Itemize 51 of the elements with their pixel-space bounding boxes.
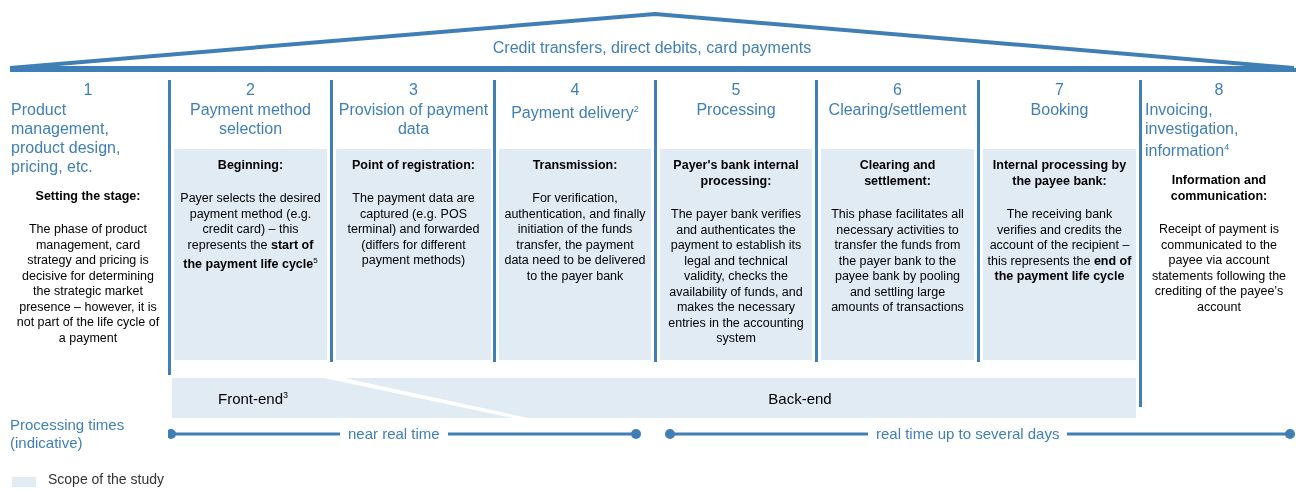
card-text: The payer bank verifies and authenticates the payment to establish its legal and technical validity, checks the availability of funds, and makes the necessary entries in the accounting system [667,207,805,347]
stage-card [336,149,491,360]
stage-title: Provision of payment data [337,100,490,138]
roof-title: Credit transfers, direct debits, card payments [491,38,813,58]
band-label: Front-end$^{3}$ [218,389,289,407]
stage-number: 6 [893,80,902,100]
card-heading: Internal processing by the payee bank: [991,157,1128,189]
stage-title: Invoicing, investigation, information$^{4}$ [1145,100,1240,161]
stage-column [654,80,815,362]
stage-column [493,80,654,362]
stage-title: Payment method selection [189,100,312,138]
stage-card [660,149,812,360]
card-heading: Information and communication: [1169,172,1269,205]
stage-title: Booking [1030,100,1089,119]
card-heading: Setting the stage: [35,188,141,204]
band-label: Back-end [768,389,832,407]
stage-card [499,149,651,360]
card-heading: Point of registration: [352,157,475,173]
card-text: The receiving bank verifies and credits the account of the recipient – this represents the end of the payment life cycle [987,207,1132,285]
stage-number: 8 [1214,80,1224,100]
time-label: real time up to several days [868,425,1068,443]
stage-number: 1 [83,80,93,100]
card-text: The phase of product management, card strategy and pricing is decisive for determining the strategic market presence – however, it is not part of the life cycle of a payment [15,222,161,346]
stage-card [174,149,327,360]
card-text: The payment data are captured (e.g. POS terminal) and forwarded (differs for different payment methods) [346,191,481,269]
stage-number: 4 [570,80,580,100]
stage-title: Processing [696,100,776,119]
stage-number: 2 [246,80,255,100]
card-text: Payer selects the desired payment method (e.g. credit card) – this represents the start of the payment life cycle$^{5}$ [179,191,322,273]
card-heading: Clearing and settlement: [858,157,937,189]
legend-text: Scope of the study [48,471,164,487]
stage-column [168,80,330,375]
stage-column [815,80,977,362]
stage-card [983,149,1136,360]
card-text: For verification, authentication, and finally initiation of the funds transfer, the payment data need to be delivered to the payer bank [503,191,647,284]
stage-column [977,80,1139,362]
stage-title: Product management, product design, pricing, etc. [11,100,122,176]
stage-card [821,149,974,360]
card-heading: Beginning: [217,157,284,173]
stage-number: 5 [731,80,741,100]
card-text: Receipt of payment is communicated to the payee via account statements following the crediting of the payee’s account [1150,222,1288,316]
front-end-band [172,378,512,418]
stage-number: 7 [1055,80,1064,100]
card-heading: Transmission: [532,157,618,173]
stage-number: 3 [409,80,418,100]
stage-title: Payment delivery$^{2}$ [511,103,639,123]
roof-banner [8,10,1296,74]
card-text: This phase facilitates all necessary activities to transfer the funds from the payer bank to the payee bank by pooling and settling large amounts of transactions [830,207,965,316]
card-heading: Payer's bank internal processing: [672,157,800,189]
stage-title: Clearing/settlement [828,100,967,119]
stage-column [330,80,494,362]
